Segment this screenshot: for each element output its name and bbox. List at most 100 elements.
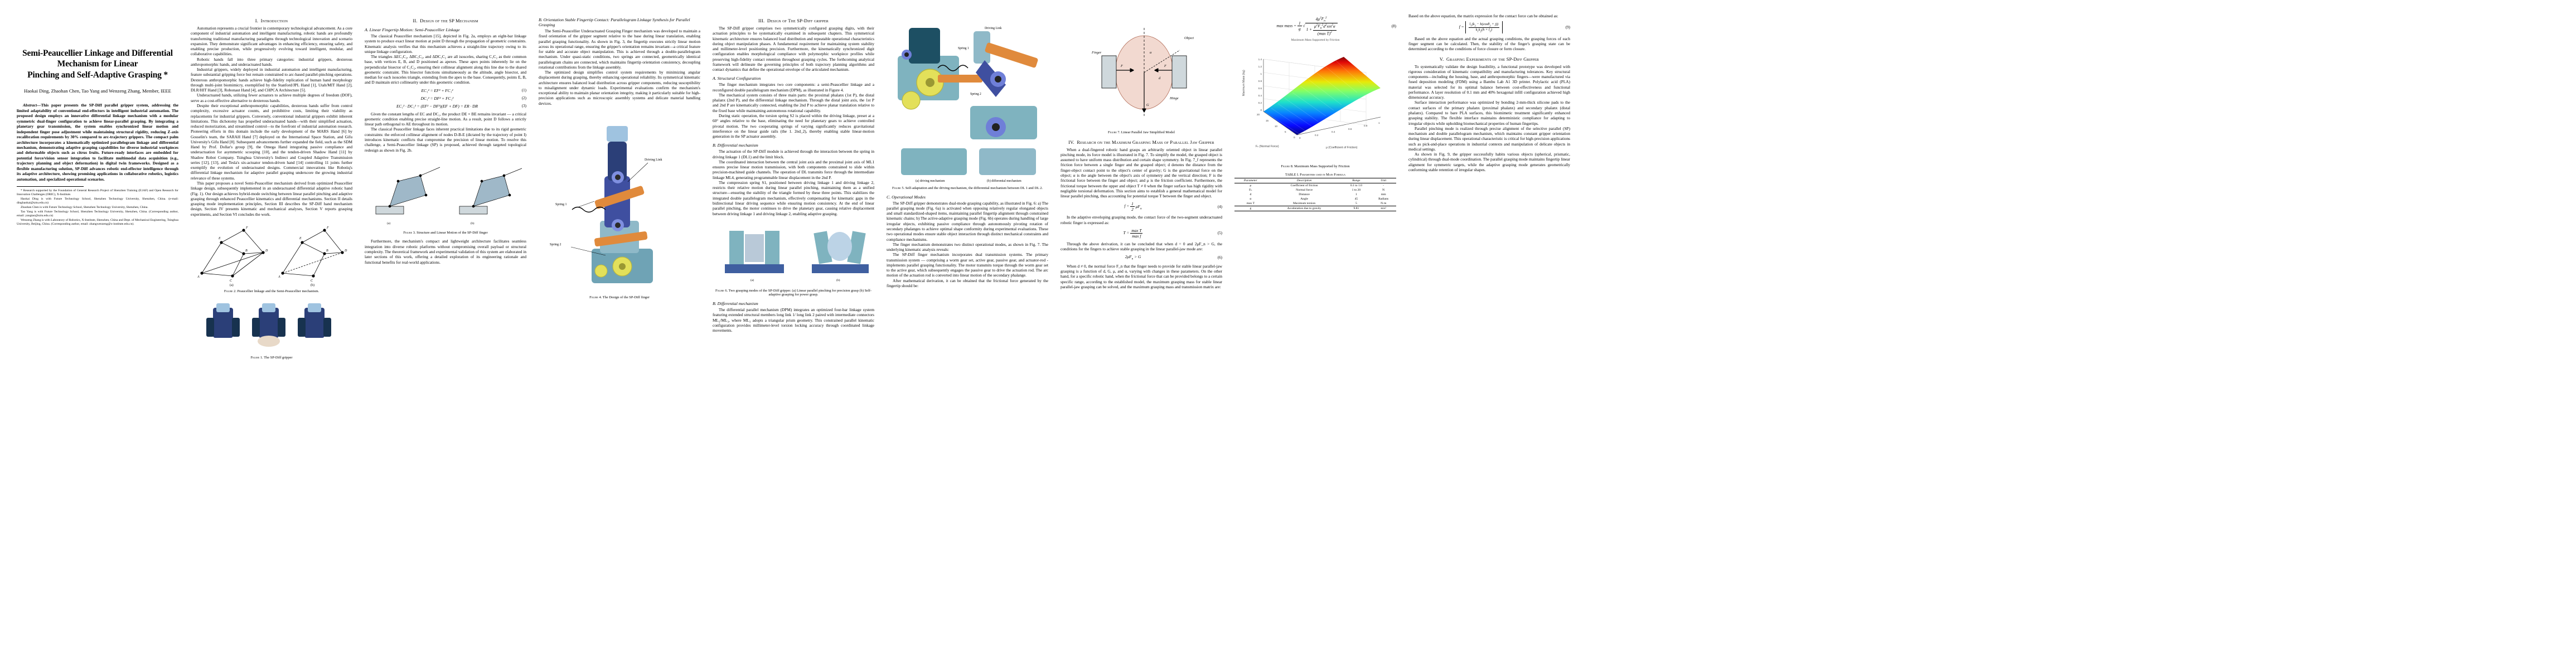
struct-paragraph-3: During static operation, the torsion spr…: [713, 113, 874, 139]
svg-text:0.2: 0.2: [1315, 134, 1319, 137]
cell: Normal force: [1296, 188, 1313, 192]
cell: N: [1382, 188, 1385, 192]
svg-text:0.4: 0.4: [1331, 130, 1335, 133]
abstract-text: This paper presents the SP-Diff parallel…: [17, 103, 178, 182]
cell: Radians: [1378, 197, 1389, 201]
footnotes: * Research supported by the Foundation o…: [17, 189, 178, 226]
mech-paragraph-1: The classical Peaucellier mechanism [15]…: [365, 33, 526, 54]
cell: m/s²: [1371, 206, 1396, 212]
figure-4-text: The Design of the SP-Diff finger: [602, 295, 650, 299]
column-4: B. Orientation Stable Fingertip Contact:…: [539, 13, 700, 304]
svg-text:5: 5: [1285, 130, 1286, 133]
svg-text:A: A: [197, 275, 200, 279]
footnote-1: Haokai Ding is with Future Technology Sc…: [17, 197, 178, 205]
svg-text:0: 0: [1294, 136, 1295, 139]
figure-3-text: Structure and Linear Motion of the SP-Di…: [417, 230, 488, 235]
svg-text:(a): (a): [750, 278, 754, 282]
svg-text:E: E: [218, 237, 221, 240]
figure-3-finger-structure: (a)(b): [365, 156, 526, 229]
cell: Distance: [1299, 193, 1310, 197]
section-name: Research on the Maximum Grasping Mass of…: [1077, 139, 1214, 145]
svg-text:Spring 1: Spring 1: [555, 203, 567, 206]
oper-paragraph-4: After mathematical derivation, it can be…: [887, 278, 1048, 288]
svg-text:0.8: 0.8: [1364, 124, 1368, 127]
svg-text:(a) driving mechanism: (a) driving mechanism: [916, 179, 945, 183]
figure-6-block: (a)(b) Figure 6. Two grasping modes of t…: [713, 219, 874, 297]
svg-text:1: 1: [1378, 122, 1380, 124]
abstract: Abstract—This paper presents the SP-Diff…: [17, 103, 178, 182]
mech-paragraph-3: Given the constant lengths of EC and DC₁…: [365, 111, 526, 127]
column-container: Semi-Peaucellier Linkage and Differentia…: [17, 13, 2559, 660]
figure-2-text: Peaucellier linkage and the Semi-Peaucel…: [237, 289, 319, 293]
equation-3-body: EC₁² · DC₁² = (EF² − DF²)(EF + DF) = ER …: [396, 103, 478, 109]
figure-3-caption: Figure 3. Structure and Linear Motion of…: [365, 231, 526, 235]
svg-text:Spring 2: Spring 2: [550, 243, 561, 246]
figure-3-label: Figure 3.: [403, 230, 416, 235]
svg-text:0.6: 0.6: [1258, 87, 1262, 90]
force-paragraph-2: In the adaptive enveloping grasping mode…: [1061, 215, 1222, 225]
equation-3: EC₁² · DC₁² = (EF² − DF²)(EF + DF) = ER …: [365, 104, 526, 109]
mech-paragraph-5: Furthermore, the mechanism's compact and…: [365, 239, 526, 265]
cell: g: [1234, 206, 1267, 212]
equation-1-body: EC₁² = EF² + FC₁²: [421, 88, 453, 93]
column-2: I. Introduction Automation represents a …: [191, 13, 352, 363]
figure-1-text: The SP-Diff gripper: [264, 355, 293, 360]
cell: μ: [1250, 184, 1252, 188]
section-number: III.: [758, 18, 765, 23]
svg-text:C: C: [311, 279, 313, 283]
table-row: d Distance 1 mm: [1234, 192, 1396, 197]
mech-paragraph-2: The triangles ΔEC₁C₂, ΔBC₁C₂, and ΔDC₁C₂…: [365, 54, 526, 85]
section-heading-experiments: V. Grasping Experiments of the SP-Diff G…: [1408, 57, 1570, 62]
section-heading-force: IV. Research on the Maximum Grasping Mas…: [1061, 140, 1222, 145]
cell: 1: [1355, 193, 1357, 197]
cell: max T: [1246, 202, 1255, 206]
oper-paragraph-1: The SP-Diff gripper demonstrates dual-mo…: [887, 200, 1048, 242]
exp-paragraph-1: To systematically validate the design fe…: [1408, 64, 1570, 100]
equation-8-tag: (8): [1391, 23, 1396, 28]
cell: α: [1250, 197, 1252, 201]
table-row: g Acceleration due to gravity 9.81 m/s²: [1234, 206, 1396, 212]
svg-text:20: 20: [1257, 113, 1260, 116]
struct-paragraph-2: The mechanical system consists of three …: [713, 92, 874, 113]
subsection-b-differential: B. Differential mechanism: [713, 143, 758, 148]
svg-text:(a): (a): [230, 283, 234, 287]
diff-paragraph-2: The coordinated interaction between the …: [713, 159, 874, 180]
equation-1: EC₁² = EF² + FC₁² (1): [365, 88, 526, 93]
mech-paragraph-4: The classical Peaucellier linkage faces …: [365, 127, 526, 153]
svg-text:D: D: [265, 249, 268, 253]
figure-5-text: Self-adaptation and the driving mechanis…: [905, 186, 1043, 190]
figure-8-label: Figure 8.: [1281, 164, 1294, 169]
figure-4-cad-finger: Spring 1 Spring 2 Driving Link: [539, 109, 700, 293]
figure-2-linkage-diagram: AE BC FD AE BC FD (a)(b): [197, 226, 347, 287]
figure-4-label: Figure 4.: [589, 295, 602, 299]
section-heading-gripper: III. Design of The SP-Diff gripper: [713, 18, 874, 23]
cell: -: [1383, 184, 1384, 188]
section-name: Introduction: [260, 18, 288, 23]
cell: Coefficient of friction: [1290, 184, 1318, 188]
th-parameter: Parameter: [1234, 178, 1267, 184]
svg-text:(b): (b): [836, 278, 840, 282]
figure-7-caption: Figure 7. Linear Parallel Jaw Simplified…: [1061, 130, 1222, 135]
svg-text:0: 0: [1260, 109, 1262, 112]
figure-5-caption: Figure 5. Self-adaptation and the drivin…: [887, 186, 1048, 191]
section-name: Design of The SP-Diff gripper: [767, 18, 829, 23]
oper-paragraph-3: The SP-Diff finger mechanism incorporate…: [887, 252, 1048, 278]
subsection-b-orientation: B. Orientation Stable Fingertip Contact:…: [539, 17, 690, 27]
exp-paragraph-2: Surface interaction performance was opti…: [1408, 100, 1570, 126]
svg-text:C: C: [230, 279, 233, 283]
svg-text:1.4: 1.4: [1258, 58, 1262, 61]
figure-4-block: Spring 1 Spring 2 Driving Link Figure 4.…: [539, 109, 700, 300]
equation-9-body: f = l1(k2 − h(cosθ2 + j)) k1k2(h + l1): [1408, 21, 1553, 33]
figure-2-label: Figure 2.: [224, 289, 236, 293]
section-name: Design of the SP Mechanism: [420, 18, 478, 23]
intro-paragraph-3: Industrial grippers, widely deployed in …: [191, 67, 352, 93]
diffm-paragraph-1: The differential parallel mechanism (DPM…: [713, 307, 874, 333]
equation-6-tag: (6): [1217, 255, 1222, 260]
